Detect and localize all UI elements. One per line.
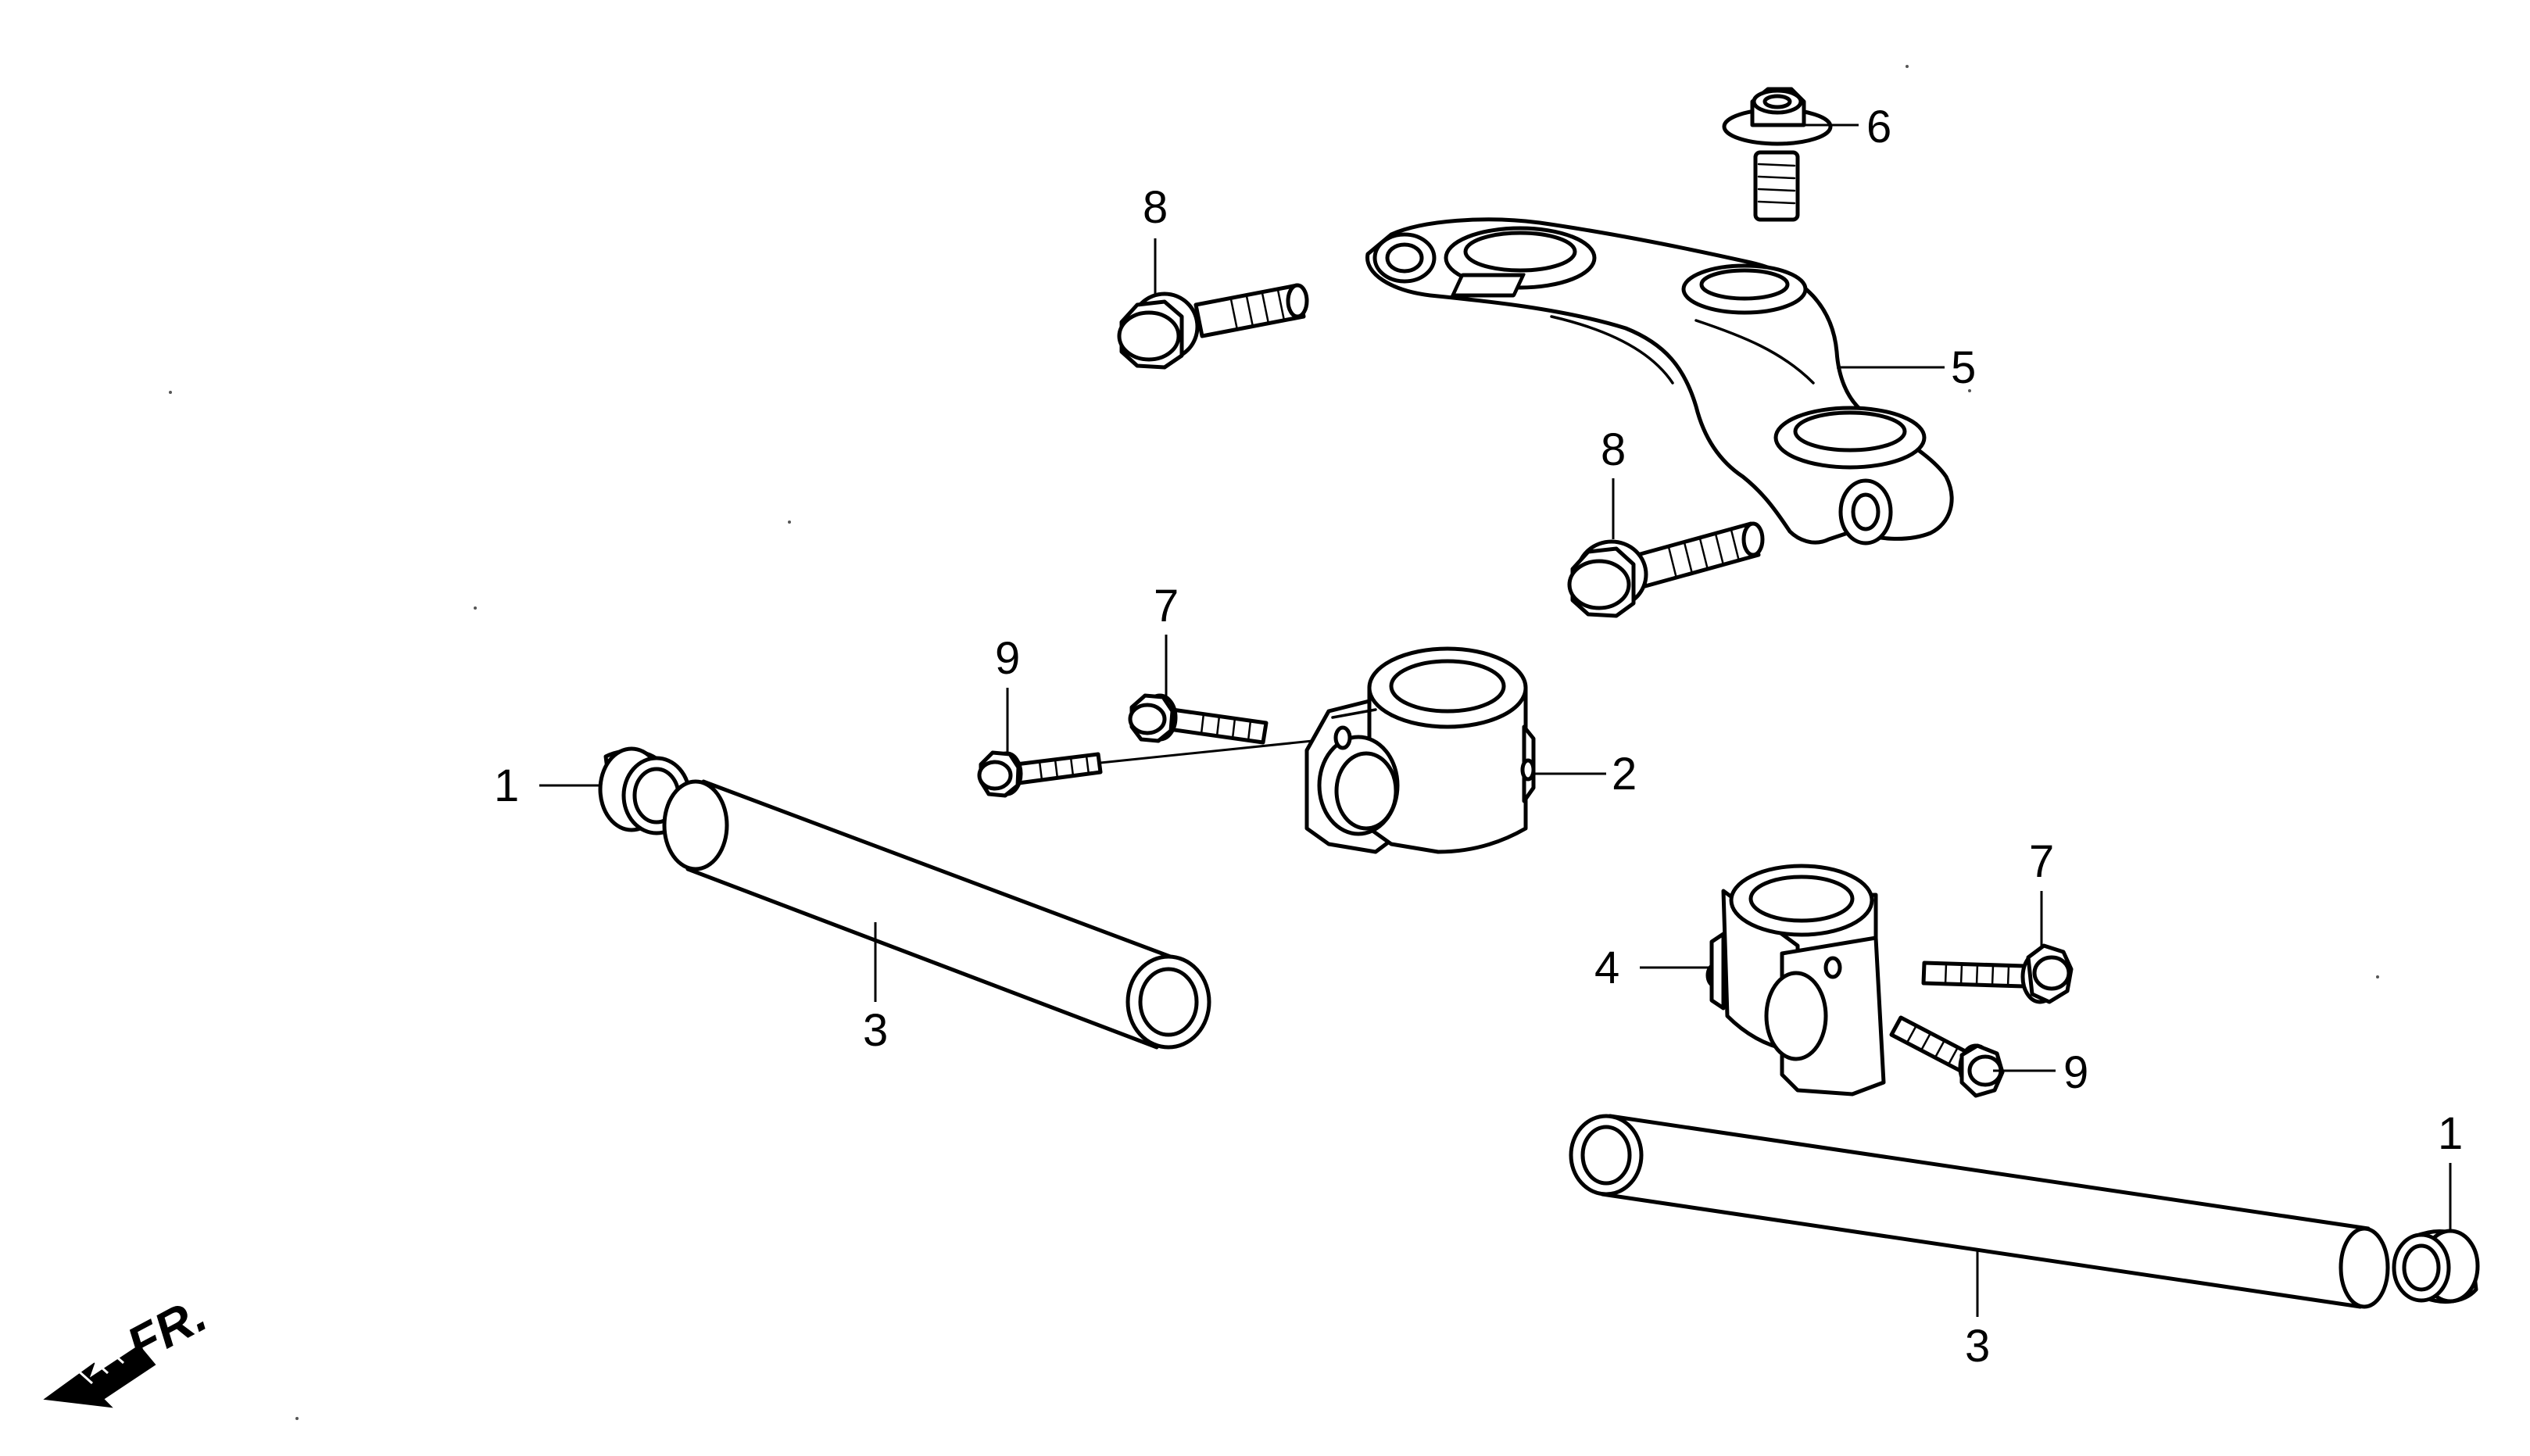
part-9-upper-bolt (977, 750, 1103, 798)
callout-numbers: 6 8 5 8 7 9 2 1 3 7 4 9 1 3 (494, 102, 2463, 1372)
callout-1-left: 1 (494, 760, 519, 811)
front-direction-indicator: FR. (43, 1286, 216, 1408)
callout-8-upper: 8 (1143, 182, 1168, 233)
callout-4: 4 (1594, 943, 1619, 993)
part-8-upper-bolt (1117, 283, 1309, 370)
part-7-upper-bolt (1128, 693, 1269, 745)
part-2-clamp (1304, 646, 1536, 854)
callout-8-lower: 8 (1601, 424, 1626, 475)
front-arrow-icon (43, 1342, 156, 1408)
callout-9-lower: 9 (2063, 1047, 2088, 1098)
callout-7-upper: 7 (1154, 581, 1179, 631)
leader-lines (539, 123, 2452, 1317)
callout-1-right: 1 (2438, 1108, 2463, 1159)
part-6-flange-bolt (1722, 87, 1833, 222)
callout-6: 6 (1866, 102, 1891, 152)
part-4-clamp (1705, 864, 1886, 1096)
part-7-lower-bolt (1921, 943, 2074, 1004)
part-1-left-bushing (598, 746, 692, 835)
part-9-lower-bolt (1889, 1015, 2005, 1098)
callout-5: 5 (1951, 342, 1976, 393)
part-1-right-bushing (2392, 1229, 2480, 1304)
part-8-lower-bolt (1567, 521, 1765, 618)
part-5-bracket (1365, 217, 1954, 546)
scan-specks (169, 65, 2379, 1420)
callout-9-upper: 9 (995, 633, 1020, 684)
callout-3-left: 3 (863, 1005, 888, 1056)
callout-3-right: 3 (1965, 1321, 1990, 1372)
part-3-left-pipe (662, 779, 1211, 1050)
callout-7-lower: 7 (2029, 836, 2054, 887)
part-3-right-pipe (1569, 1114, 2390, 1309)
callout-2: 2 (1612, 749, 1637, 800)
